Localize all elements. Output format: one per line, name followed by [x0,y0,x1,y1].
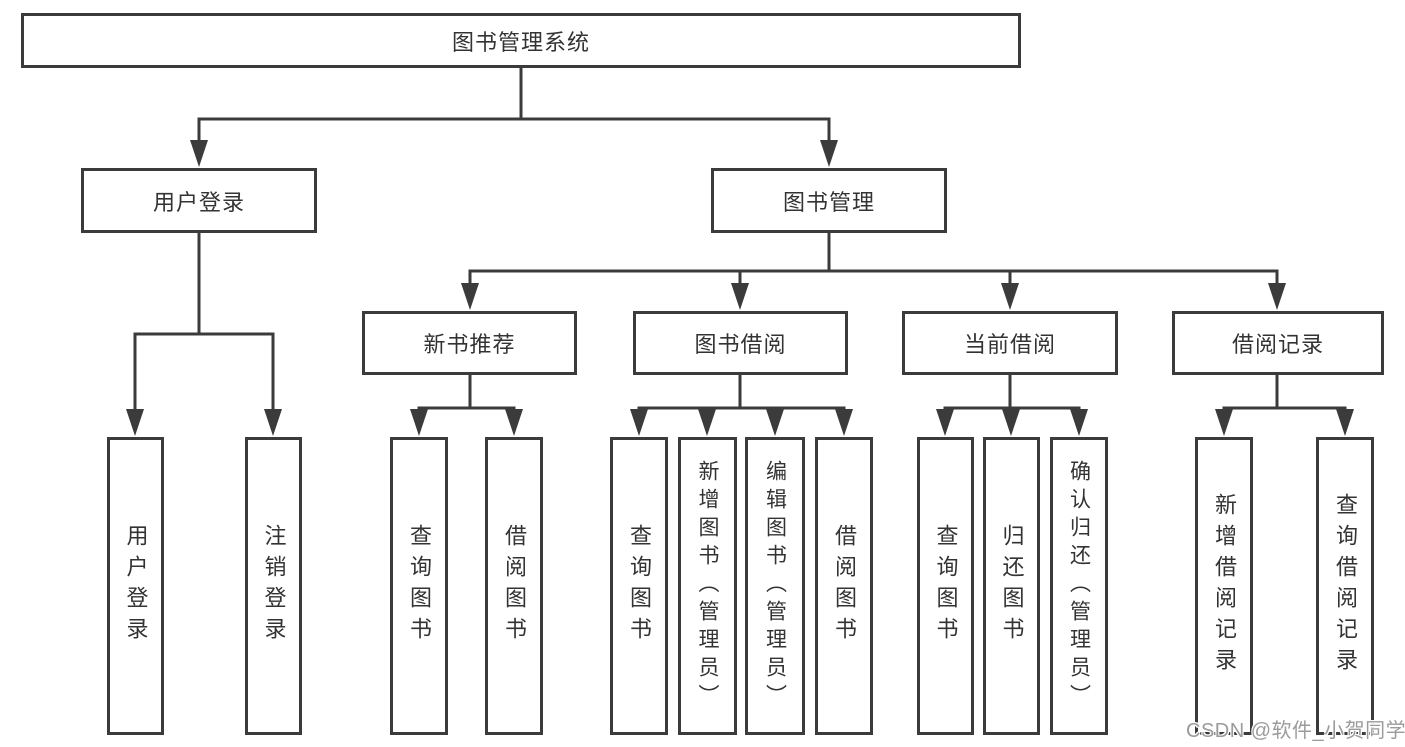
leaf-newbook-borrow-books: 借阅图书 [485,437,543,735]
node-book-borrowing: 图书借阅 [633,311,848,375]
node-label: 图书借阅 [694,332,787,357]
node-label: 查询图书 [627,524,652,648]
node-label: 归还图书 [999,524,1025,648]
node-label: 查询借阅记录 [1333,493,1358,679]
leaf-records-query-record: 查询借阅记录 [1316,437,1374,735]
leaf-logout: 注销登录 [245,437,302,735]
node-label: 用户登录 [123,524,149,648]
node-borrow-records: 借阅记录 [1172,311,1384,375]
leaf-current-confirm-return-admin: 确认归还（管理员） [1050,437,1108,735]
node-label: 确认归还（管理员） [1067,460,1091,712]
node-label: 注销登录 [261,524,287,648]
csdn-watermark: CSDN @软件_小贺同学 [1186,720,1405,742]
node-current-borrowing: 当前借阅 [902,311,1118,375]
node-library-management-system: 图书管理系统 [21,13,1021,68]
leaf-newbook-query-books: 查询图书 [390,437,448,735]
node-label: 借阅图书 [832,524,857,648]
node-label: 查询图书 [933,524,959,648]
node-user-login: 用户登录 [81,168,317,233]
leaf-current-return-books: 归还图书 [983,437,1040,735]
node-label: 借阅图书 [502,524,527,648]
node-book-management: 图书管理 [711,168,947,233]
leaf-records-add-record: 新增借阅记录 [1195,437,1253,735]
leaf-borrow-edit-books-admin: 编辑图书（管理员） [745,437,805,735]
node-label: 用户登录 [152,189,245,215]
connector-strokes [133,66,1347,411]
node-label: 图书管理系统 [451,29,590,55]
node-label: 新书推荐 [423,332,516,357]
node-label: 新增借阅记录 [1212,493,1237,679]
node-label: 编辑图书（管理员） [763,460,787,712]
leaf-borrow-borrow-books: 借阅图书 [815,437,873,735]
node-label: 查询图书 [407,524,432,648]
node-label: 图书管理 [782,189,875,215]
leaf-user-login: 用户登录 [107,437,164,735]
arrowheads [126,140,1354,436]
leaf-borrow-add-books-admin: 新增图书（管理员） [678,437,737,735]
node-label: 借阅记录 [1231,332,1324,357]
node-new-book-recommend: 新书推荐 [362,311,577,375]
leaf-current-query-books: 查询图书 [917,437,974,735]
leaf-borrow-query-books: 查询图书 [610,437,668,735]
node-label: 当前借阅 [963,332,1056,357]
node-label: 新增图书（管理员） [696,460,719,712]
